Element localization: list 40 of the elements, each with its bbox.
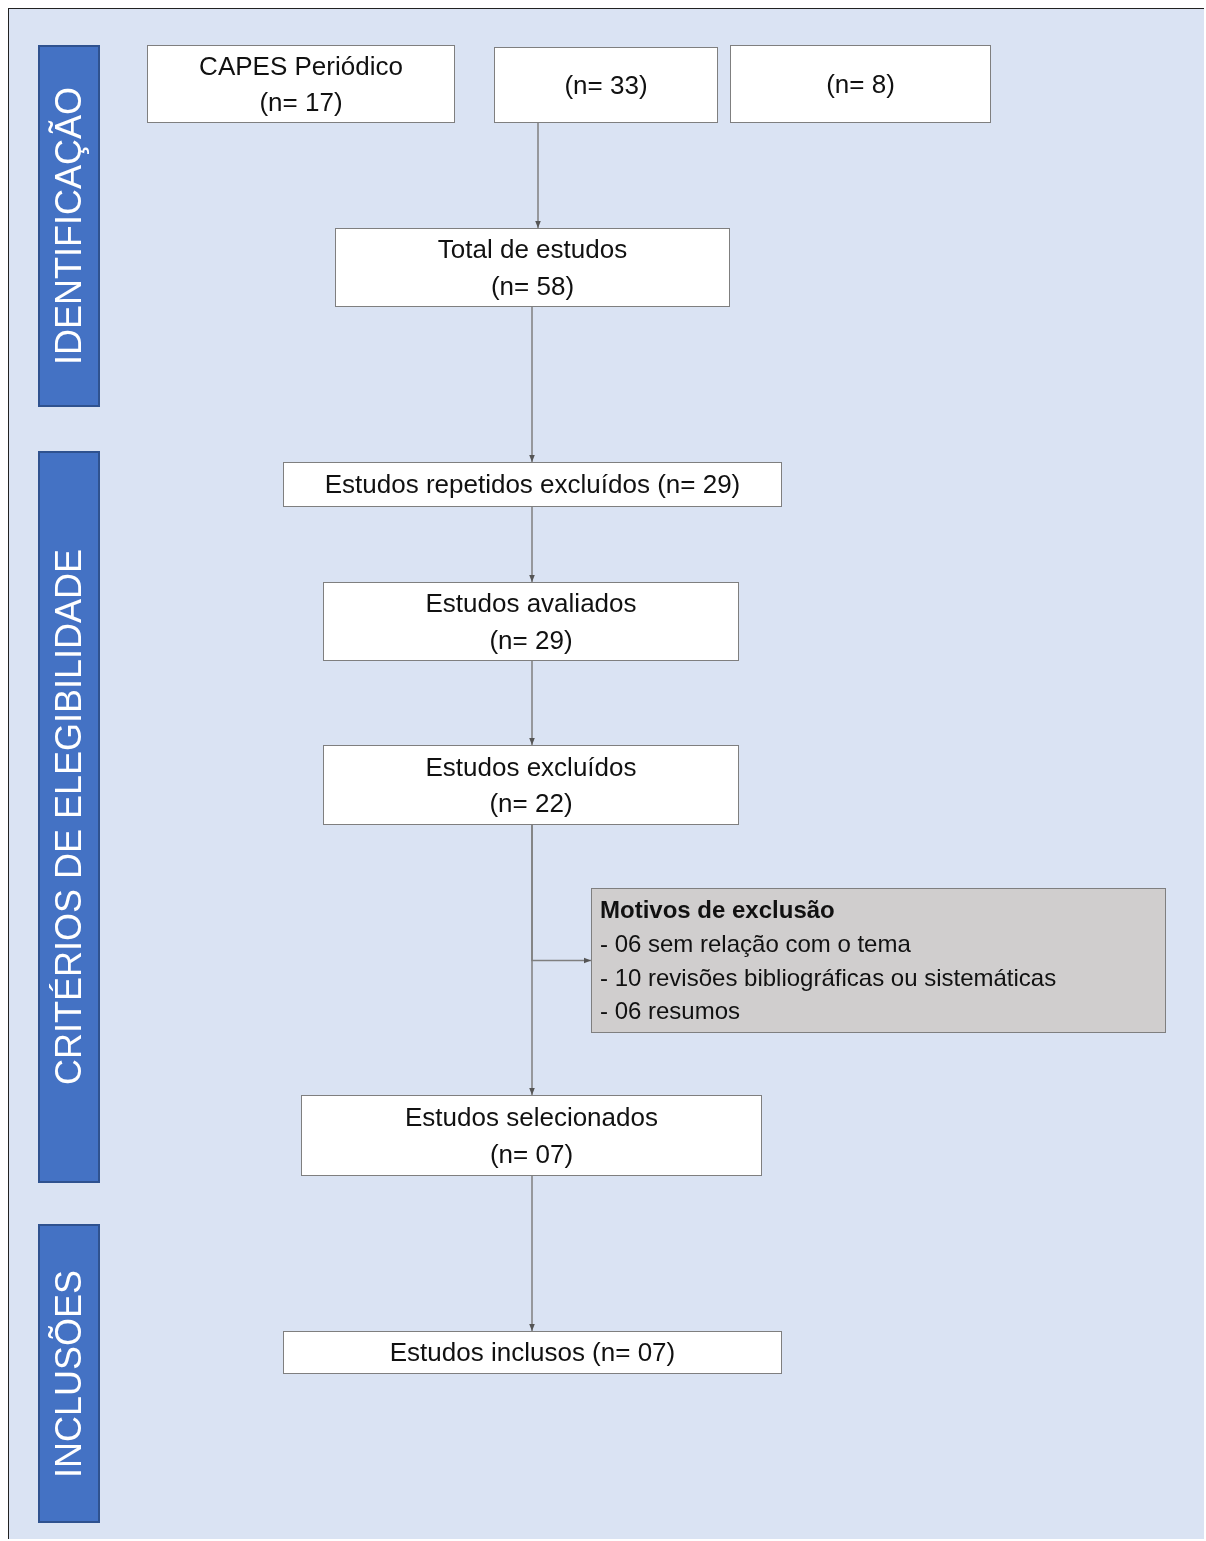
box-text: (n= 33) — [564, 68, 648, 102]
note-item: - 06 resumos — [600, 996, 741, 1027]
section-band — [38, 45, 100, 407]
process-box — [283, 1331, 782, 1374]
box-text: Estudos repetidos excluídos (n= 29) — [324, 468, 741, 502]
box-text: (n= 22) — [489, 787, 573, 820]
process-box — [494, 47, 718, 123]
box-text: (n= 58) — [490, 269, 575, 303]
arrow — [529, 306, 535, 463]
process-box — [323, 582, 739, 661]
note-box — [591, 888, 1166, 1033]
arrow — [529, 1175, 535, 1332]
section-band — [38, 1224, 100, 1523]
box-text: Estudos selecionados — [405, 1101, 658, 1135]
process-box — [301, 1095, 762, 1176]
process-box — [730, 45, 991, 123]
process-box — [283, 462, 782, 507]
box-text: (n= 8) — [826, 67, 895, 101]
box-text: Estudos inclusos (n= 07) — [389, 1336, 676, 1370]
box-text: (n= 07) — [489, 1137, 574, 1171]
note-item: - 10 revisões bibliográficas ou sistemáticas — [600, 962, 1057, 993]
process-box — [147, 45, 455, 123]
arrow — [531, 824, 592, 964]
box-text: Estudos excluídos — [425, 750, 637, 784]
process-box — [323, 745, 739, 825]
box-text: Estudos avaliados — [425, 587, 637, 621]
arrow — [535, 122, 541, 229]
box-text: (n= 29) — [489, 623, 573, 657]
section-label: IDENTIFICAÇÃO — [48, 87, 90, 365]
note-heading: Motivos de exclusão — [600, 895, 835, 926]
section-band — [38, 451, 100, 1183]
arrow — [529, 660, 535, 746]
section-label: CRITÉRIOS DE ELEGIBILIDADE — [48, 548, 90, 1086]
box-text: Total de estudos — [437, 233, 628, 267]
box-text: (n= 17) — [259, 86, 343, 119]
arrow — [529, 506, 535, 583]
note-item: - 06 sem relação com o tema — [600, 928, 911, 959]
box-text: CAPES Periódico — [199, 49, 403, 83]
process-box — [335, 228, 730, 307]
section-label: INCLUSÕES — [48, 1269, 90, 1478]
